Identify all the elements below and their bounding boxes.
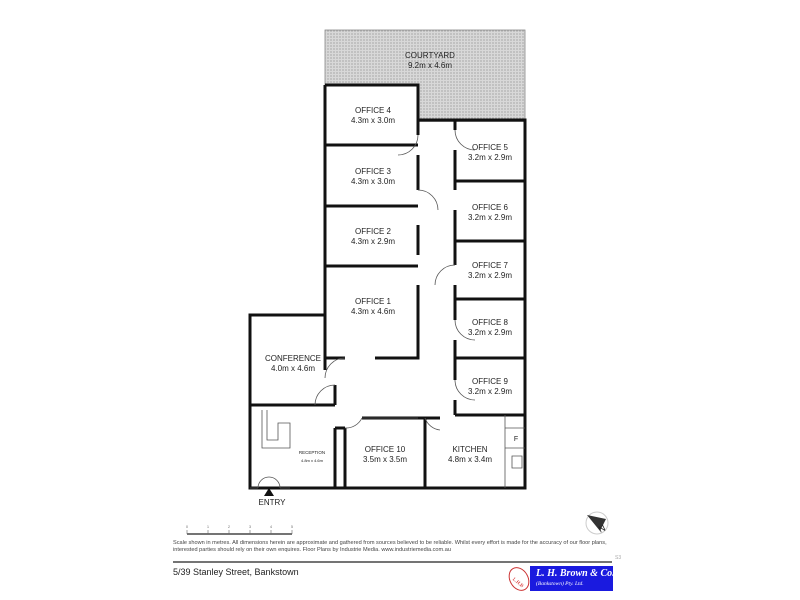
scale-tick-label: 4	[270, 524, 273, 529]
agency-logo: L. H. Brown & Co. (Bankstown) Pty. Ltd.	[530, 566, 615, 591]
property-address: 5/39 Stanley Street, Bankstown	[173, 567, 299, 577]
north-label: N	[597, 523, 607, 535]
fridge-label: F	[514, 436, 518, 443]
office1-size: 4.3m x 4.6m	[351, 307, 395, 316]
reception-name: RECEPTION	[299, 450, 325, 455]
scale-tick-label: 3	[249, 524, 252, 529]
north-arrow-icon: N	[585, 511, 609, 535]
office9-name: OFFICE 9	[472, 377, 509, 386]
courtyard-name: COURTYARD	[405, 51, 455, 60]
office2-size: 4.3m x 2.9m	[351, 237, 395, 246]
scale-tick-label: 5	[291, 524, 294, 529]
office9-size: 3.2m x 2.9m	[468, 387, 512, 396]
scale-bar: 0 1 2 3 4 5	[186, 524, 294, 535]
disclaimer: Scale shown in metres. All dimensions he…	[173, 540, 607, 553]
office4-size: 4.3m x 3.0m	[351, 116, 395, 125]
office7-size: 3.2m x 2.9m	[468, 271, 512, 280]
office7-name: OFFICE 7	[472, 261, 509, 270]
logo-subtitle: (Bankstown) Pty. Ltd.	[536, 581, 584, 587]
outer-walls	[248, 83, 527, 490]
office5-name: OFFICE 5	[472, 143, 509, 152]
office8-size: 3.2m x 2.9m	[468, 328, 512, 337]
plan-code: S3	[615, 555, 621, 561]
door-swings	[250, 129, 476, 489]
left-office-walls	[325, 85, 420, 360]
kitchen-name: KITCHEN	[452, 445, 487, 454]
scale-tick-label: 1	[207, 524, 210, 529]
office6-name: OFFICE 6	[472, 203, 509, 212]
office10-name: OFFICE 10	[365, 445, 406, 454]
courtyard-size: 9.2m x 4.6m	[408, 61, 452, 70]
office2-name: OFFICE 2	[355, 227, 392, 236]
reception-counter	[261, 410, 291, 449]
room-labels: COURTYARD 9.2m x 4.6m OFFICE 4 4.3m x 3.…	[259, 51, 519, 507]
office5-size: 3.2m x 2.9m	[468, 153, 512, 162]
logo-badge: L.H.B	[508, 567, 530, 591]
kitchen-fixtures	[362, 415, 525, 488]
scale-tick-label: 2	[228, 524, 231, 529]
entry-arrow-icon	[264, 488, 274, 496]
office4-name: OFFICE 4	[355, 106, 392, 115]
office3-name: OFFICE 3	[355, 167, 392, 176]
conference-size: 4.0m x 4.6m	[271, 364, 315, 373]
office6-size: 3.2m x 2.9m	[468, 213, 512, 222]
conference-name: CONFERENCE	[265, 354, 321, 363]
office1-name: OFFICE 1	[355, 297, 392, 306]
office8-name: OFFICE 8	[472, 318, 509, 327]
logo-name: L. H. Brown & Co.	[536, 568, 615, 579]
conference-walls	[248, 315, 337, 407]
kitchen-size: 4.8m x 3.4m	[448, 455, 492, 464]
reception-size: 4.8m x 4.6m	[301, 458, 324, 463]
office3-size: 4.3m x 3.0m	[351, 177, 395, 186]
office10-size: 3.5m x 3.5m	[363, 455, 407, 464]
scale-tick-label: 0	[186, 524, 189, 529]
entry-label: ENTRY	[259, 498, 287, 507]
